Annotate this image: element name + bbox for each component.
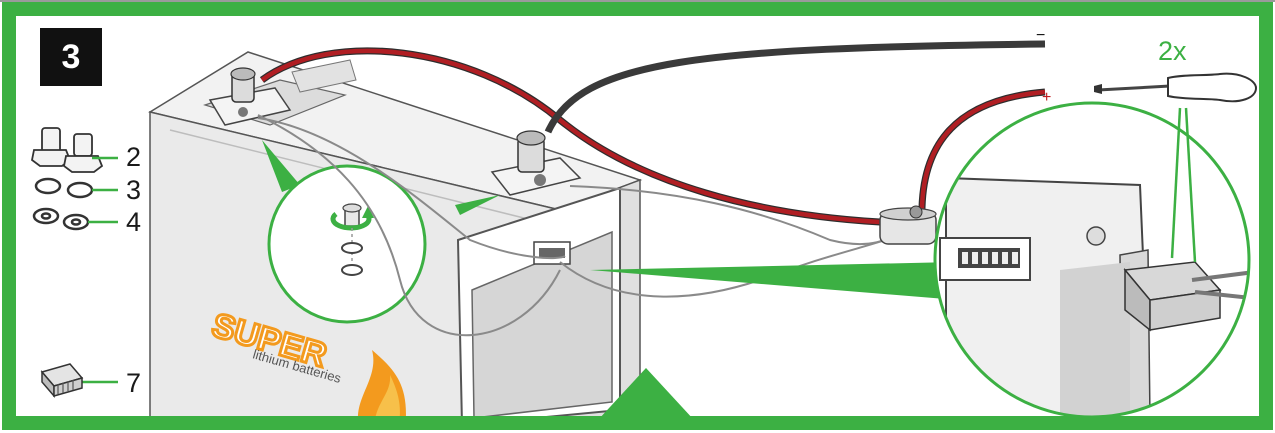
negative-sign: − — [1036, 27, 1046, 44]
cable-fuse — [879, 205, 937, 245]
red-cable-battery — [260, 48, 881, 225]
positive-sign: + — [1042, 89, 1052, 106]
spring-washer-icon — [34, 177, 94, 199]
zoom-pointer — [590, 262, 958, 300]
bms-port-pins — [539, 248, 565, 258]
screwdriver-pointer-lines — [1170, 107, 1197, 263]
connector-zoom — [935, 103, 1249, 417]
leader-lines — [78, 156, 118, 384]
next-step-arrow — [598, 368, 694, 420]
screwdriver-icon — [1094, 72, 1258, 103]
part-label-spring-washer: 3 — [126, 175, 142, 205]
red-cable-positive — [919, 89, 1046, 221]
positive-terminal — [490, 130, 582, 196]
step-number-badge: 3 — [40, 28, 102, 86]
part-label-connector: 7 — [126, 368, 142, 398]
flat-washer-icon — [32, 207, 90, 231]
part-label-bolt: 2 — [126, 142, 142, 172]
terminal-zoom — [262, 140, 500, 324]
bolt-icon — [31, 127, 104, 173]
terminal-connector-icon — [40, 363, 84, 399]
negative-terminal — [208, 67, 292, 126]
tool-count-label: 2x — [1158, 36, 1187, 66]
black-cable-negative — [544, 40, 1046, 134]
part-label-flat-washer: 4 — [126, 207, 142, 237]
